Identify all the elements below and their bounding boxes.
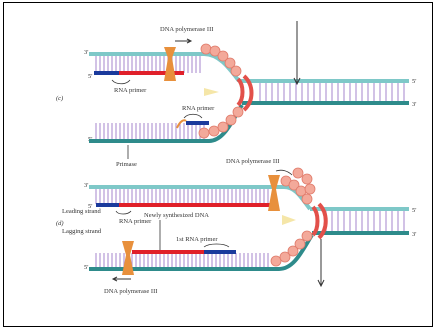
panel-d-base-pairs-upper <box>96 188 268 204</box>
panel-d-letter: (d) <box>56 220 64 227</box>
panel-d-polymerase-top-arrow <box>276 170 292 175</box>
panel-d-topoisomerase <box>282 215 296 225</box>
panel-c-rna-primer-top-bracket <box>112 80 130 84</box>
panel-c-rna-primer-top-label: RNA primer <box>114 87 147 94</box>
panel-d-right-5prime: 5' <box>412 207 416 214</box>
panel-c: (c) 3' 5' 5' <box>56 21 416 168</box>
panel-d-parent-base-pairs <box>326 211 404 231</box>
panel-d-dna-polymerase-iii-top <box>268 175 280 211</box>
panel-d-polymerase-top-label: DNA polymerase III <box>226 158 279 165</box>
panel-c-primase-label: Primase <box>116 161 137 168</box>
panel-c-parent-base-pairs <box>260 83 404 101</box>
panel-d-bottom-5prime: 5' <box>84 264 88 271</box>
figure-frame: (c) 3' 5' 5' <box>3 2 433 327</box>
panel-d-ssb-upper <box>281 168 315 204</box>
panel-d-first-rna-primer-bracket <box>204 244 229 247</box>
panel-d-top-3prime: 3' <box>84 182 88 189</box>
panel-c-right-3prime: 3' <box>412 101 416 108</box>
panel-c-ssb-upper <box>201 44 241 76</box>
replication-fork-figure: (c) 3' 5' 5' <box>4 3 434 328</box>
panel-c-top-5prime: 5' <box>88 73 92 80</box>
panel-c-right-5prime: 5' <box>412 78 416 85</box>
panel-d-right-3prime: 3' <box>412 231 416 238</box>
panel-d-newly-synthesized-label: Newly synthesized DNA <box>144 212 209 219</box>
panel-d-lagging-strand-label: Lagging strand <box>62 228 102 235</box>
panel-c-top-3prime: 3' <box>84 49 88 56</box>
panel-c-rna-primer-mid-bracket <box>184 114 202 118</box>
panel-d-polymerase-bottom-label: DNA polymerase III <box>104 288 157 295</box>
panel-c-primase <box>177 120 186 128</box>
panel-c-base-pairs-lower <box>96 123 204 140</box>
panel-d-rna-primer-bracket <box>116 211 131 214</box>
panel-d-base-pairs-lower <box>96 253 268 267</box>
panel-c-rna-primer-mid-label: RNA primer <box>182 105 215 112</box>
panel-c-base-pairs-upper <box>96 55 200 73</box>
panel-c-polymerase-label: DNA polymerase III <box>160 26 213 33</box>
panel-c-letter: (c) <box>56 95 63 102</box>
panel-d: (d) 3' 5' 5' 5' <box>56 158 416 295</box>
panel-d-rna-primer-label: RNA primer <box>119 218 152 225</box>
panel-d-leading-strand-label: Leading strand <box>62 208 102 215</box>
panel-d-first-rna-primer-label: 1st RNA primer <box>176 236 218 243</box>
panel-c-topoisomerase <box>204 88 219 96</box>
